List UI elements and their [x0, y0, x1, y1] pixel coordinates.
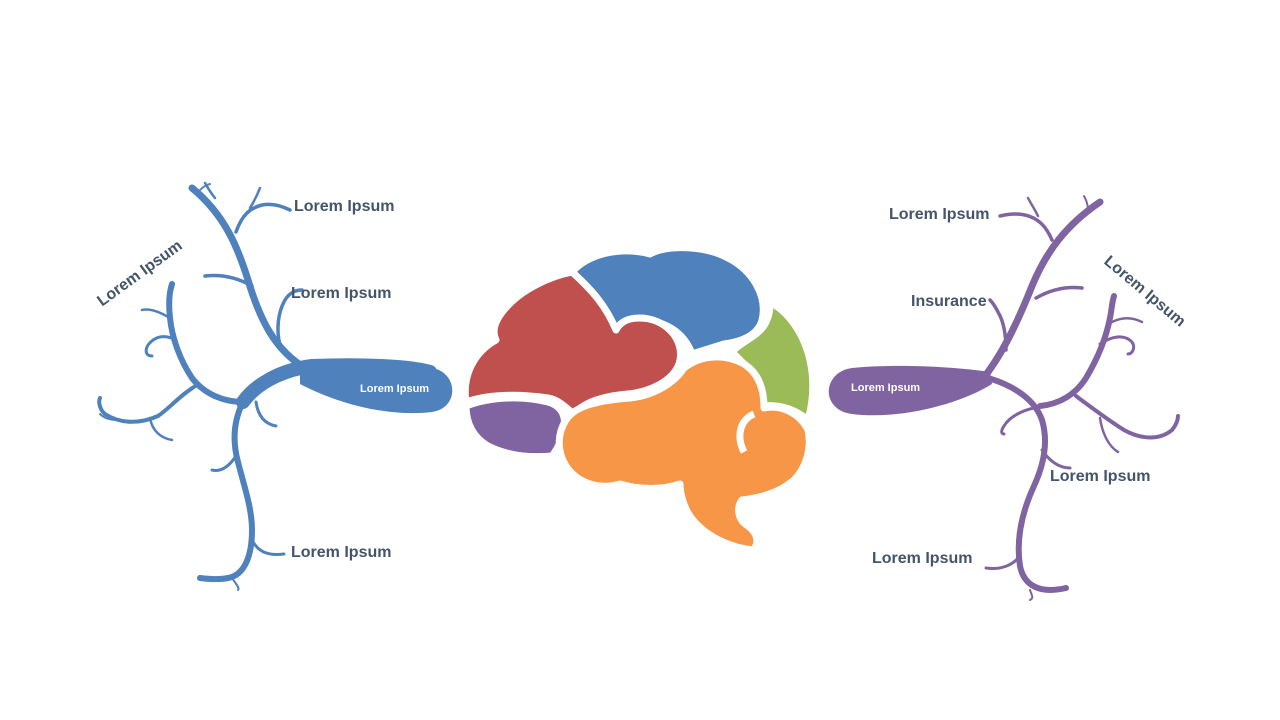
left-stem-bulb — [300, 362, 453, 414]
right-twig — [1083, 195, 1089, 211]
left-twig — [231, 577, 240, 591]
right-twig — [1098, 416, 1120, 454]
left-twig — [140, 308, 172, 320]
right-twig — [1098, 335, 1136, 356]
right-upper-trunk — [981, 198, 1104, 380]
right-label-bottom: Lorem Ipsum — [872, 550, 973, 567]
left-twig — [210, 454, 238, 472]
right-twig — [988, 298, 1008, 352]
brain-graphic — [461, 244, 817, 554]
right-twig — [1000, 406, 1036, 436]
right-label-insurance: Insurance — [911, 293, 987, 310]
left-twig — [197, 183, 211, 193]
right-twig — [1040, 448, 1072, 470]
left-twig — [203, 273, 254, 288]
left-twig — [248, 186, 262, 210]
left-twig — [254, 400, 278, 428]
left-mid-trunk — [166, 281, 246, 405]
left-twig — [97, 383, 199, 424]
left-twig — [276, 288, 304, 347]
left-stem-label: Lorem Ipsum — [360, 383, 430, 395]
left-label-upper-mid: Lorem Ipsum — [291, 285, 392, 302]
right-label-lower-mid: Lorem Ipsum — [1050, 468, 1151, 485]
left-lower-trunk — [197, 399, 255, 583]
left-branch-tree — [97, 181, 453, 591]
left-twig — [148, 416, 174, 442]
brain-lobe-orange — [555, 353, 813, 554]
brain-lobe-purple — [462, 394, 568, 461]
right-label-top: Lorem Ipsum — [889, 206, 990, 223]
right-twig — [1074, 394, 1180, 440]
left-twig — [234, 202, 292, 234]
left-upper-trunk — [188, 184, 309, 372]
left-twig — [99, 413, 119, 421]
right-stem-bulb — [828, 365, 992, 416]
left-twig — [144, 335, 178, 358]
right-twig — [998, 212, 1054, 242]
right-twig — [984, 554, 1022, 570]
right-branch-tree — [828, 195, 1180, 601]
right-twig — [1110, 317, 1144, 324]
right-twig — [1029, 589, 1034, 601]
right-mid-trunk — [1037, 293, 1117, 409]
left-twig — [250, 538, 286, 556]
right-twig — [1034, 285, 1084, 300]
left-label-bottom: Lorem Ipsum — [291, 544, 392, 561]
left-twig — [203, 181, 217, 200]
right-twig — [1026, 196, 1040, 218]
right-stem-label: Lorem Ipsum — [851, 382, 921, 394]
left-label-top: Lorem Ipsum — [294, 198, 395, 215]
right-lower-trunk — [985, 375, 1069, 593]
brain-curl — [736, 410, 756, 454]
